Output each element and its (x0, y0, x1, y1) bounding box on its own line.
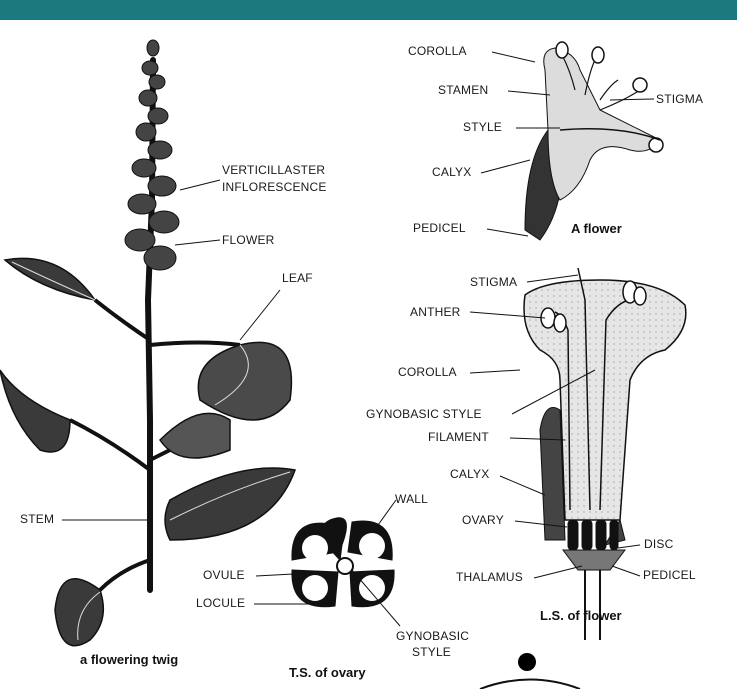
label-ls-calyx: CALYX (450, 468, 489, 481)
branch (70, 420, 150, 470)
label-style: STYLE (463, 121, 502, 134)
branch (150, 343, 240, 346)
ls-ovary (568, 520, 618, 550)
label-ls-gynobasic-style: GYNOBASIC STYLE (366, 408, 482, 421)
partial-outline (480, 680, 580, 689)
label-ts-wall: WALL (395, 493, 428, 506)
label-stigma: STIGMA (656, 93, 703, 106)
label-calyx: CALYX (432, 166, 471, 179)
label-ls-stigma: STIGMA (470, 276, 517, 289)
label-corolla: COROLLA (408, 45, 467, 58)
label-inflorescence: INFLORESCENCE (222, 181, 327, 194)
branch (95, 300, 150, 340)
ts-ovary-drawing (254, 500, 400, 626)
label-ls-pedicel: PEDICEL (643, 569, 696, 582)
flowering-twig (0, 40, 295, 646)
caption-flowering-twig: a flowering twig (80, 652, 178, 667)
label-ls-filament: FILAMENT (428, 431, 489, 444)
label-verticillaster: VERTICILLASTER (222, 164, 325, 177)
label-ts-gynobasic: GYNOBASIC (396, 630, 469, 643)
label-flower: FLOWER (222, 234, 275, 247)
label-ls-corolla: COROLLA (398, 366, 457, 379)
leaf (165, 468, 295, 540)
label-ts-locule: LOCULE (196, 597, 245, 610)
ls-pedicel (585, 570, 600, 640)
leaf (0, 370, 70, 452)
leaf (160, 413, 230, 458)
label-leaf: LEAF (282, 272, 313, 285)
label-ls-anther: ANTHER (410, 306, 461, 319)
label-ts-ovule: OVULE (203, 569, 245, 582)
label-stamen: STAMEN (438, 84, 488, 97)
ts-center-style (337, 558, 353, 574)
corolla-shape (544, 48, 660, 200)
label-ts-style: STYLE (412, 646, 451, 659)
label-ls-thalamus: THALAMUS (456, 571, 523, 584)
decorative-dot (518, 653, 536, 671)
leaf (55, 579, 103, 646)
branch (100, 560, 150, 590)
leaf (198, 342, 291, 420)
ls-flower-drawing (470, 268, 686, 640)
caption-a-flower: A flower (571, 221, 622, 236)
inflorescence-clusters (125, 40, 179, 270)
label-pedicel: PEDICEL (413, 222, 466, 235)
label-ls-disc: DISC (644, 538, 673, 551)
flower-drawing (481, 42, 663, 240)
caption-ls-flower: L.S. of flower (540, 608, 622, 623)
label-stem: STEM (20, 513, 54, 526)
label-ls-ovary: OVARY (462, 514, 504, 527)
caption-ts-ovary: T.S. of ovary (289, 665, 366, 680)
